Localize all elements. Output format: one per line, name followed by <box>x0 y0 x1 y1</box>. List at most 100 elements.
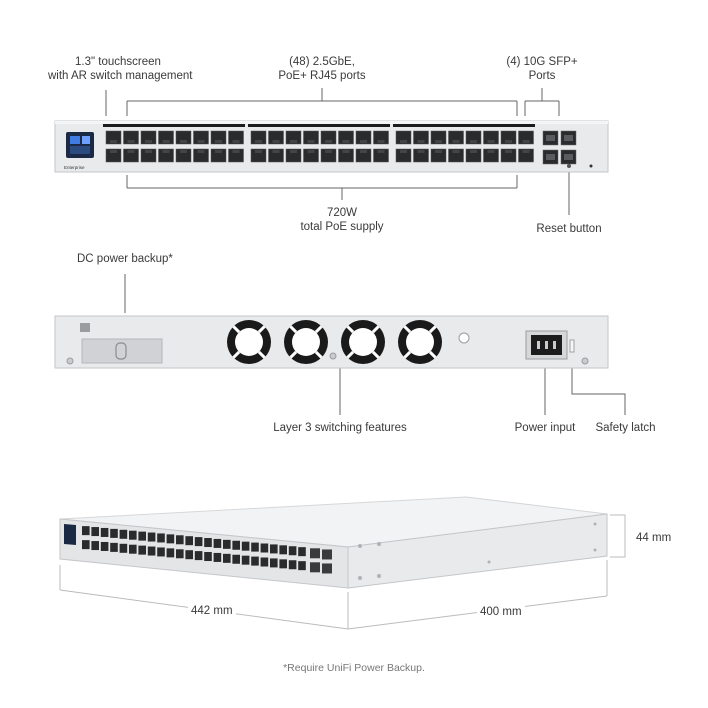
rj45-port-perspective <box>260 557 269 567</box>
rj45-port-perspective <box>213 552 222 562</box>
rj45-port <box>500 130 517 145</box>
rj45-port-perspective <box>232 540 240 550</box>
rj45-port-perspective <box>260 543 269 553</box>
rj45-port-perspective <box>138 545 146 555</box>
perspective-view <box>59 496 626 630</box>
rj45-port <box>140 130 157 145</box>
poe-callout: 720W total PoE supply <box>282 206 402 234</box>
rj45-port <box>285 130 302 145</box>
rj45-port-perspective <box>270 558 278 568</box>
touchscreen <box>66 132 94 158</box>
rj45-port <box>483 130 499 145</box>
rj45-port <box>430 148 447 163</box>
rj45-port <box>518 130 534 145</box>
rj45-port <box>518 148 534 163</box>
rj45-port <box>210 148 227 163</box>
poe-label-line2: total PoE supply <box>300 221 384 233</box>
dc-backup-label: DC power backup* <box>77 253 173 265</box>
footnote: *Require UniFi Power Backup. <box>283 662 425 674</box>
rj45-port-perspective <box>147 532 156 542</box>
rj45-port-perspective <box>298 547 306 557</box>
rj45-port-perspective <box>100 541 109 551</box>
rj45-port-perspective <box>204 538 212 548</box>
rj45-port <box>175 148 192 163</box>
rj45-port-perspective <box>91 527 99 537</box>
rj45-port <box>303 148 319 163</box>
rj45-port-perspective <box>241 541 250 551</box>
rj45-port-perspective <box>279 545 287 555</box>
rj45-port <box>210 130 227 145</box>
rj45-port <box>175 130 192 145</box>
fan <box>406 328 434 356</box>
rj45-port <box>268 148 284 163</box>
rj45-port-perspective <box>82 526 90 536</box>
rj45-port <box>228 148 244 163</box>
rj45-port <box>158 148 174 163</box>
rj45-port <box>123 148 139 163</box>
rj45-port-perspective <box>157 533 165 543</box>
touchscreen-perspective <box>64 524 76 545</box>
rj45-port <box>430 130 447 145</box>
rj45-port-perspective <box>157 547 165 557</box>
rj45-port-perspective <box>138 531 146 541</box>
rj45-port <box>285 148 302 163</box>
rj45-port-perspective <box>91 541 99 551</box>
rj45-port <box>250 148 267 163</box>
cooling-fans <box>227 320 442 364</box>
rj45-port <box>483 148 499 163</box>
width-dimension: 442 mm <box>188 604 236 618</box>
rj45-port <box>250 130 267 145</box>
rj45-port-perspective <box>298 561 306 571</box>
rj45-port-perspective <box>213 538 222 548</box>
rj45-port-perspective <box>176 549 184 559</box>
rj45-port <box>338 130 354 145</box>
rj45-port <box>500 148 517 163</box>
rj45-port-perspective <box>288 560 297 570</box>
rj45-port <box>448 130 464 145</box>
rj45-port-perspective <box>232 554 240 564</box>
reset-button <box>567 164 571 168</box>
rj45-port-perspective <box>176 535 184 545</box>
rj45-port-perspective <box>119 529 128 539</box>
rj45-port <box>320 130 337 145</box>
fan <box>349 328 377 356</box>
rj45-port <box>373 148 389 163</box>
rj45-callout: (48) 2.5GbE, PoE+ RJ45 ports <box>262 55 382 83</box>
rj45-port-perspective <box>100 527 109 537</box>
fan <box>235 328 263 356</box>
rj45-port <box>338 148 354 163</box>
rj45-port <box>123 130 139 145</box>
rj45-port-perspective <box>223 539 231 549</box>
rj45-port-perspective <box>119 543 128 553</box>
rj45-port-perspective <box>129 544 137 554</box>
power-input-label: Power input <box>514 422 576 434</box>
rj45-port <box>105 130 122 145</box>
safety-latch <box>569 339 575 353</box>
rj45-label-line1: (48) 2.5GbE, <box>289 56 355 68</box>
rj45-port-perspective <box>270 544 278 554</box>
rj45-port-perspective <box>251 542 259 552</box>
rj45-port-perspective <box>241 555 250 565</box>
rj45-port <box>140 148 157 163</box>
depth-dimension: 400 mm <box>477 605 525 619</box>
reset-label: Reset button <box>536 223 602 235</box>
rj45-port-perspective <box>166 548 175 558</box>
rj45-port <box>320 148 337 163</box>
rj45-port <box>448 148 464 163</box>
height-dimension: 44 mm <box>636 532 672 544</box>
rj45-port <box>413 130 429 145</box>
rj45-port-perspective <box>223 553 231 563</box>
touchscreen-label-line1: 1.3" touchscreen <box>75 56 161 68</box>
sfp-callout: (4) 10G SFP+ Ports <box>497 55 587 83</box>
rj45-port <box>268 130 284 145</box>
rj45-port-perspective <box>185 550 193 560</box>
rj45-ports <box>103 124 535 163</box>
rear-panel <box>54 274 626 415</box>
rj45-port <box>395 130 412 145</box>
rj45-port-perspective <box>82 540 90 550</box>
rj45-port-perspective <box>129 530 137 540</box>
rj45-port <box>355 130 372 145</box>
rj45-port-perspective <box>251 556 259 566</box>
rj45-port <box>193 148 209 163</box>
